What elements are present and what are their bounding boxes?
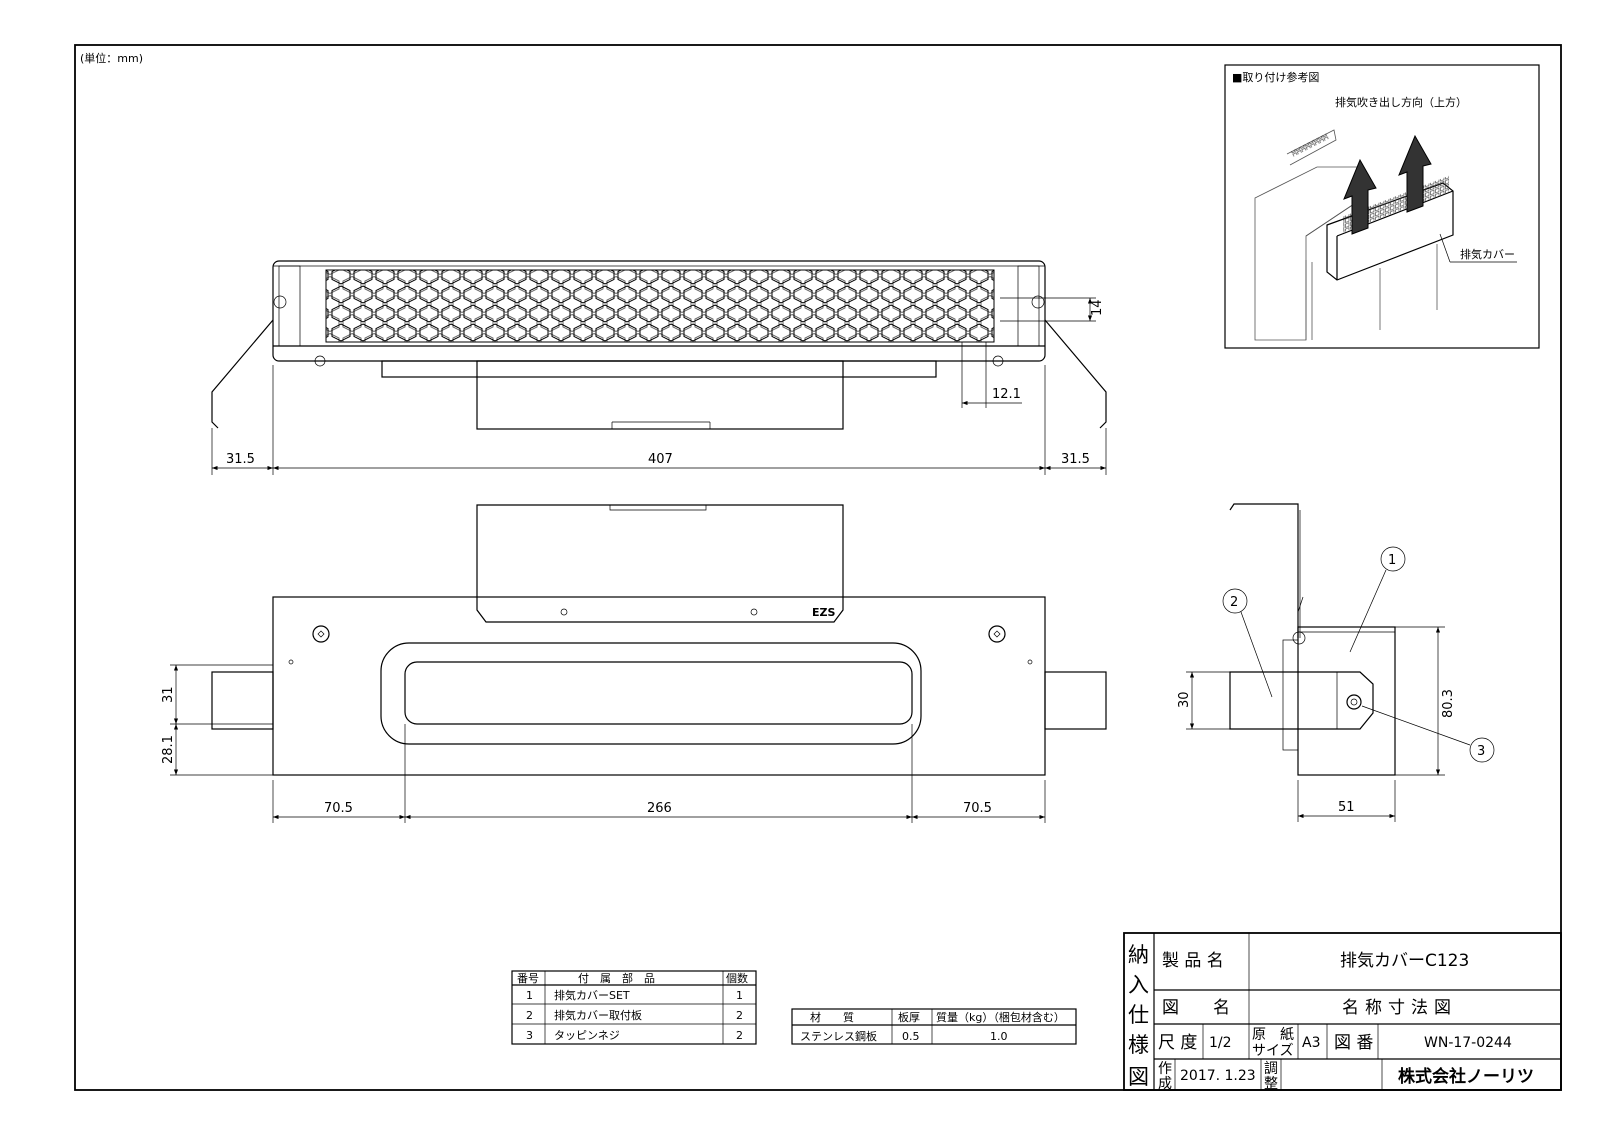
parts-row-3-no: 3	[526, 1029, 533, 1042]
dim-side-stub: 30	[1177, 691, 1192, 708]
parts-header-name: 付 属 部 品	[578, 971, 655, 985]
title-vertical-2: 入	[1128, 973, 1149, 997]
parts-row-2-qty: 2	[736, 1009, 743, 1022]
title-vertical-3: 仕	[1128, 1003, 1149, 1027]
part-balloons: 1 2 3	[1222, 546, 1495, 763]
created-date: 2017. 1.23	[1180, 1068, 1256, 1084]
dim-front-lower: 28.1	[161, 735, 176, 764]
dim-top-width: 407	[648, 452, 673, 467]
material-value: ステンレス鋼板	[800, 1029, 877, 1043]
parts-header-qty: 個数	[726, 972, 748, 985]
mass-value: 1.0	[990, 1030, 1008, 1043]
product-name: 排気カバーC123	[1340, 951, 1469, 971]
product-name-label: 製 品 名	[1162, 951, 1224, 971]
side-view	[1229, 503, 1396, 776]
drawing-no-label: 図 番	[1334, 1033, 1373, 1053]
parts-row-1-name: 排気カバーSET	[554, 988, 630, 1002]
reference-figure: ■取り付け参考図 排気吹き出し方向（上方） 排気カバー	[1224, 64, 1540, 349]
parts-row-3-qty: 2	[736, 1029, 743, 1042]
title-vertical-1: 納	[1128, 943, 1149, 967]
reference-part-label: 排気カバー	[1460, 247, 1515, 261]
reference-direction: 排気吹き出し方向（上方）	[1335, 95, 1467, 109]
parts-header-no: 番号	[517, 972, 539, 985]
dim-front-upper: 31	[161, 686, 176, 703]
dim-side-height: 80.3	[1441, 689, 1456, 718]
material-table: 材 質 板厚 質量（kg）（梱包材含む） ステンレス鋼板 0.5 1.0	[791, 1008, 1077, 1045]
parts-row-1-no: 1	[526, 989, 533, 1002]
adjust-label-2: 整	[1264, 1076, 1278, 1092]
title-vertical-5: 図	[1128, 1065, 1149, 1089]
material-header-thickness: 板厚	[898, 1010, 920, 1024]
paper-label-2: サイズ	[1252, 1043, 1294, 1059]
balloon-2: 2	[1230, 595, 1238, 610]
unit-label: (単位：mm)	[80, 51, 143, 65]
front-view-dimensions: 31 28.1 70.5 266 70.5	[161, 664, 1046, 823]
dim-front-left: 70.5	[324, 801, 353, 816]
material-header-material: 材 質	[810, 1010, 854, 1024]
parts-row-2-no: 2	[526, 1009, 533, 1022]
front-opening	[380, 642, 922, 745]
scale-label: 尺 度	[1158, 1033, 1197, 1053]
top-view	[211, 260, 1107, 430]
material-header-mass: 質量（kg）（梱包材含む）	[936, 1010, 1065, 1024]
drawing-name: 名称寸法図	[1342, 998, 1457, 1018]
company-name: 株式会社ノーリツ	[1398, 1066, 1534, 1087]
parts-table: 番号 付 属 部 品 個数 1 排気カバーSET 1 2 排気カバー取付板 2 …	[511, 970, 757, 1045]
dim-side-depth: 51	[1338, 800, 1355, 815]
drawing-name-label: 図 名	[1162, 998, 1230, 1018]
reference-title: ■取り付け参考図	[1232, 70, 1319, 84]
dim-front-right: 70.5	[963, 801, 992, 816]
dim-top-offset: 12.1	[992, 387, 1021, 402]
parts-row-1-qty: 1	[736, 989, 743, 1002]
balloon-3: 3	[1477, 744, 1485, 759]
dim-top-left: 31.5	[226, 452, 255, 467]
paper-label-1: 原 紙	[1252, 1027, 1294, 1043]
parts-row-3-name: タッピンネジ	[554, 1029, 620, 1042]
front-view: EZS	[211, 504, 1107, 776]
adjust-label-1: 調	[1264, 1061, 1278, 1077]
drawing-border	[74, 44, 1562, 1091]
title-vertical-4: 様	[1128, 1033, 1149, 1057]
front-logo: EZS	[812, 606, 835, 619]
created-label-2: 成	[1158, 1076, 1172, 1092]
drawing-number: WN-17-0244	[1424, 1035, 1512, 1051]
side-view-dimensions: 30 80.3 51	[1177, 626, 1456, 822]
title-block: 納 入 仕 様 図 製 品 名 排気カバーC123 図 名 名称寸法図 尺 度 …	[1123, 932, 1562, 1092]
paper-size: A3	[1302, 1035, 1320, 1051]
parts-row-2-name: 排気カバー取付板	[554, 1008, 642, 1022]
scale-value: 1/2	[1209, 1035, 1232, 1051]
balloon-1: 1	[1388, 553, 1396, 568]
thickness-value: 0.5	[902, 1030, 920, 1043]
dim-top-right: 31.5	[1061, 452, 1090, 467]
created-label-1: 作	[1158, 1061, 1172, 1077]
dim-front-center: 266	[647, 801, 672, 816]
top-view-dimensions: 31.5 407 31.5 12.1 14	[211, 297, 1107, 475]
dim-top-height: 14	[1090, 299, 1105, 316]
